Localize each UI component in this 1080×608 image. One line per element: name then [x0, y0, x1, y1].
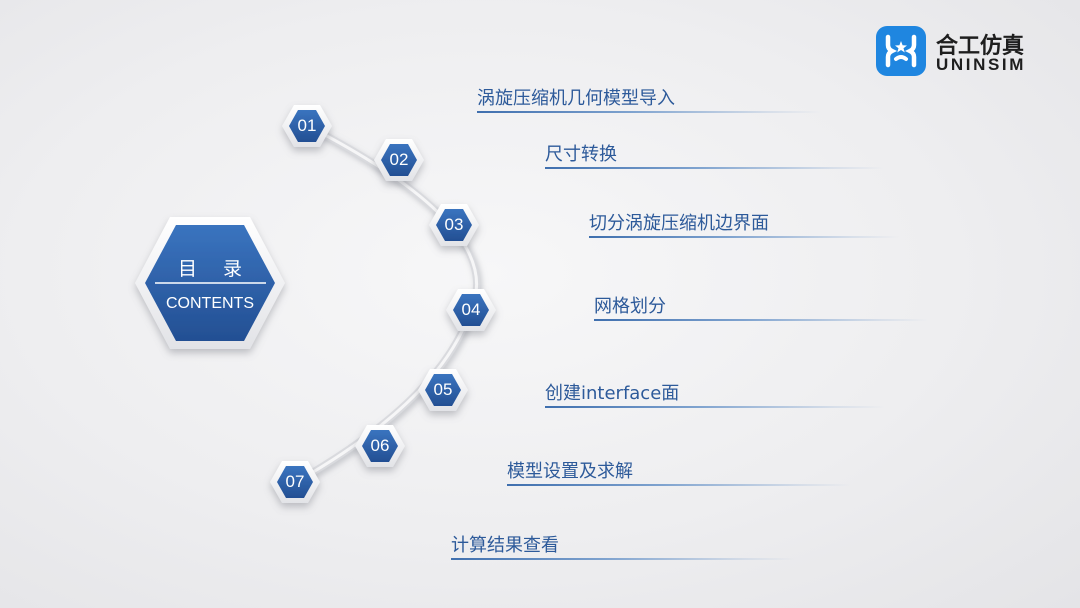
brand-name-cn: 合工仿真 — [936, 34, 1025, 59]
node-03 — [429, 204, 479, 246]
menu-item-04[interactable]: 网格划分 — [594, 292, 929, 322]
menu-item-06[interactable]: 模型设置及求解 — [507, 457, 852, 487]
node-04 — [446, 289, 496, 331]
node-number-04: 04 — [461, 300, 481, 319]
underline — [477, 111, 822, 113]
underline — [594, 319, 929, 321]
node-number-06: 06 — [370, 436, 390, 455]
menu-item-01[interactable]: 涡旋压缩机几何模型导入 — [477, 84, 822, 114]
menu-item-05[interactable]: 创建interface面 — [545, 379, 885, 409]
underline — [507, 484, 852, 486]
menu-item-07[interactable]: 计算结果查看 — [451, 531, 796, 561]
contents-subtitle: CONTENTS — [166, 295, 254, 312]
underline — [545, 167, 885, 169]
brand-logo: 合工仿真 UNINSIM — [876, 26, 1056, 78]
menu-item-label: 网格划分 — [594, 296, 666, 317]
menu-item-label: 模型设置及求解 — [507, 461, 633, 482]
node-07 — [270, 461, 320, 503]
menu-item-label: 尺寸转换 — [545, 144, 617, 165]
node-number-05: 05 — [433, 380, 453, 399]
node-number-07: 07 — [285, 472, 305, 491]
node-02 — [374, 139, 424, 181]
menu-item-label: 涡旋压缩机几何模型导入 — [477, 88, 675, 109]
node-number-01: 01 — [297, 116, 317, 135]
brand-name-en: UNINSIM — [936, 55, 1026, 74]
node-number-03: 03 — [444, 215, 464, 234]
node-06 — [355, 425, 405, 467]
menu-item-label: 切分涡旋压缩机边界面 — [589, 213, 769, 234]
contents-title: 目 录 — [177, 258, 253, 280]
logo-mark-icon — [876, 26, 926, 76]
menu-item-label: 创建interface面 — [545, 383, 680, 404]
underline — [545, 406, 885, 408]
menu-item-02[interactable]: 尺寸转换 — [545, 140, 885, 170]
underline — [589, 236, 899, 238]
menu-item-03[interactable]: 切分涡旋压缩机边界面 — [589, 209, 899, 239]
node-05 — [418, 369, 468, 411]
menu-item-label: 计算结果查看 — [451, 535, 559, 556]
contents-hexagon — [135, 217, 285, 349]
underline — [451, 558, 796, 560]
node-number-02: 02 — [389, 150, 409, 169]
node-01 — [282, 105, 332, 147]
